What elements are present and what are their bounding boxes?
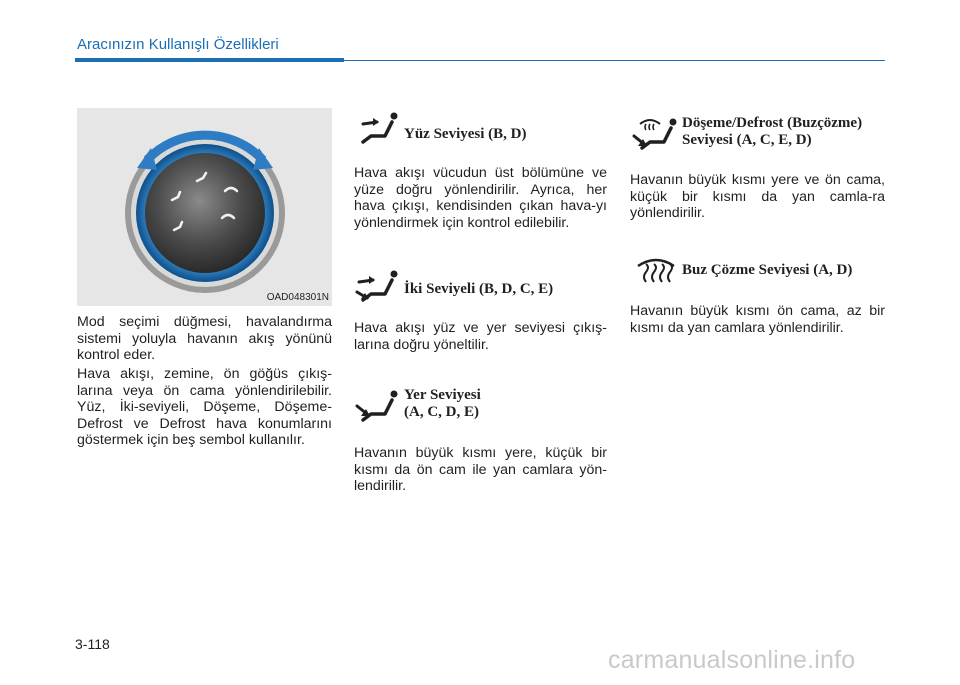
floor-defrost-title-line2: Seviyesi (A, C, E, D) — [682, 132, 812, 148]
defrost-title: Buz Çözme Seviyesi (A, D) — [682, 262, 853, 278]
floor-defrost-icon — [632, 118, 677, 150]
floor-level-icon — [355, 390, 398, 422]
floor-defrost-title-line1: Döşeme/Defrost (Buzçözme) — [682, 115, 863, 131]
defrost-text: Havanın büyük kısmı ön cama, az bir kısm… — [630, 303, 885, 336]
face-level-text: Hava akışı vücudun üst bölümüne ve yüze … — [354, 165, 607, 231]
bi-level-title: İki Seviyeli (B, D, C, E) — [404, 281, 554, 297]
face-level-icon — [361, 112, 398, 144]
mode-knob-figure: OAD048301N — [77, 108, 332, 306]
page-header-title: Aracınızın Kullanışlı Özellikleri — [77, 36, 279, 53]
floor-level-title-line1: Yer Seviyesi — [404, 387, 481, 403]
defrost-icon — [637, 258, 675, 283]
header-rule-thick — [75, 58, 344, 62]
figure-caption: OAD048301N — [266, 292, 329, 303]
mode-knob-illustration — [125, 130, 285, 293]
bi-level-icon — [355, 270, 398, 302]
floor-defrost-text: Havanın büyük kısmı yere ve ön cama, küç… — [630, 172, 885, 221]
page-number: 3-118 — [75, 636, 110, 652]
intro-paragraph-1: Mod seçimi düğmesi, havalandırma sistemi… — [77, 314, 332, 363]
bi-level-text: Hava akışı yüz ve yer seviyesi çıkış-lar… — [354, 320, 607, 353]
intro-paragraph-2: Hava akışı, zemine, ön göğüs çıkış-ların… — [77, 366, 332, 448]
floor-level-title-line2: (A, C, D, E) — [404, 404, 479, 420]
header-rule-thin — [344, 60, 885, 61]
watermark: carmanualsonline.info — [608, 646, 856, 674]
face-level-title: Yüz Seviyesi (B, D) — [404, 126, 527, 142]
floor-level-text: Havanın büyük kısmı yere, küçük bir kısm… — [354, 445, 607, 494]
